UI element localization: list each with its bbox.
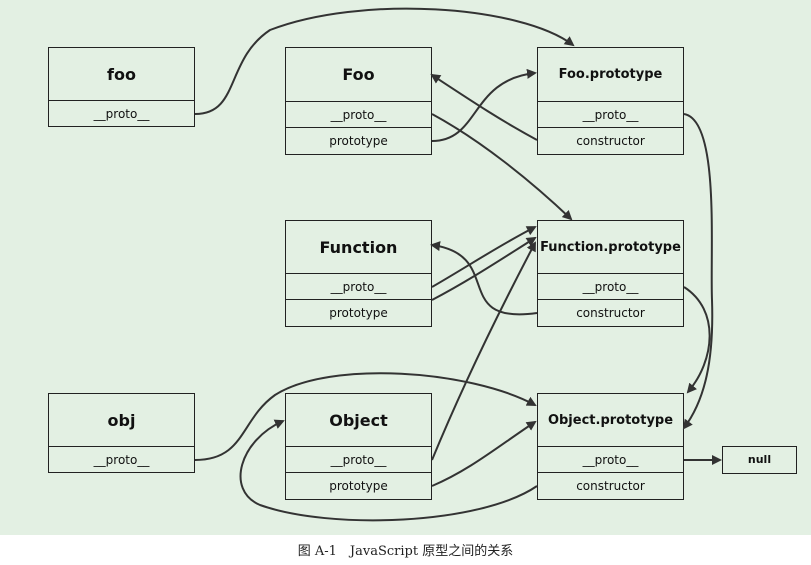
- box-Foo-prototype-constructor: constructor: [576, 134, 645, 148]
- box-Object-prototype-object: Object.prototype __proto__ constructor: [537, 393, 684, 500]
- box-Function-prototype-object: Function.prototype __proto__ constructor: [537, 220, 684, 327]
- arrow-Foo-proto: [431, 113, 573, 221]
- box-obj-title: obj: [49, 394, 194, 447]
- arrow-Function-prototype-proto: [683, 286, 711, 394]
- box-Function-prototype: prototype: [329, 306, 388, 320]
- box-Foo-prototype-title: Foo.prototype: [538, 48, 683, 102]
- arrow-Function-prototype-constructor: [430, 241, 538, 316]
- box-Function: Function __proto__ prototype: [285, 220, 432, 327]
- arrow-Object-proto: [431, 241, 536, 461]
- arrows-layer: [194, 7, 722, 522]
- box-Object-proto: __proto__: [286, 447, 431, 473]
- arrow-Object-prototype-constructor: [239, 419, 538, 522]
- box-foo: foo __proto__: [48, 47, 195, 127]
- arrow-Foo-prototype-constructor: [430, 73, 538, 141]
- arrow-Function-proto: [431, 226, 537, 288]
- box-null-title: null: [747, 453, 772, 466]
- arrow-Foo-prototype-proto: [682, 113, 714, 430]
- box-Object-prototype-constructor: constructor: [576, 479, 645, 493]
- box-Foo-prototype-proto: __proto__: [538, 102, 683, 128]
- box-Foo-proto: __proto__: [286, 102, 431, 128]
- box-Object: Object __proto__ prototype: [285, 393, 432, 500]
- box-obj-proto: __proto__: [93, 453, 150, 467]
- box-Foo: Foo __proto__ prototype: [285, 47, 432, 155]
- box-Function-prototype-title: Function.prototype: [538, 221, 683, 274]
- box-Foo-prototype: prototype: [329, 134, 388, 148]
- box-Object-title: Object: [286, 394, 431, 447]
- box-Function-prototype-constructor: constructor: [576, 306, 645, 320]
- box-Object-prototype-proto: __proto__: [538, 447, 683, 473]
- box-foo-title: foo: [49, 48, 194, 101]
- box-obj: obj __proto__: [48, 393, 195, 473]
- arrow-obj-proto: [194, 372, 537, 461]
- box-Function-title: Function: [286, 221, 431, 274]
- arrow-Object-prototype: [431, 420, 537, 487]
- figure-caption: 图 A-1 JavaScript 原型之间的关系: [297, 544, 514, 559]
- box-foo-proto: __proto__: [93, 107, 150, 121]
- box-Foo-prototype-object: Foo.prototype __proto__ constructor: [537, 47, 684, 155]
- arrow-Foo-prototype: [431, 68, 537, 142]
- arrow-foo-proto: [194, 7, 575, 115]
- box-Object-prototype: prototype: [329, 479, 388, 493]
- box-Function-proto: __proto__: [286, 274, 431, 300]
- box-Function-prototype-proto: __proto__: [538, 274, 683, 300]
- box-null: null: [722, 446, 797, 474]
- box-Object-prototype-title: Object.prototype: [538, 394, 683, 447]
- box-Foo-title: Foo: [286, 48, 431, 102]
- arrow-Function-prototype: [431, 236, 537, 301]
- diagram-canvas: foo __proto__ Foo __proto__ prototype Fo…: [0, 0, 811, 535]
